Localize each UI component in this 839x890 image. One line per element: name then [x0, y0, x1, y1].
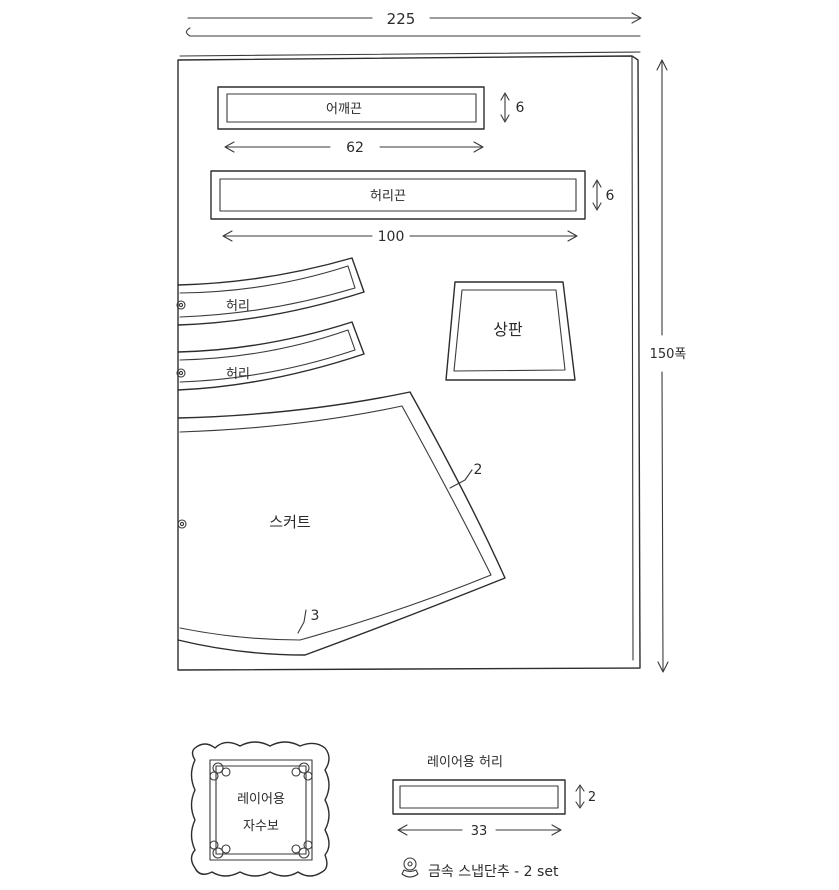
shoulder-strap-width-label: 62	[346, 140, 364, 156]
embroidery-line-2: 자수보	[243, 819, 279, 834]
fabric-height-label: 150폭	[650, 347, 687, 362]
layer-waist-piece: 레이어용 허리 2 33	[392, 755, 596, 839]
flower-icon	[291, 840, 313, 859]
skirt-side-seam-label: 2	[474, 462, 483, 478]
shoulder-strap-piece: 어깨끈 6 62	[217, 86, 525, 156]
embroidery-frame: 레이어용 자수보	[190, 741, 330, 877]
bodice-piece: 상판	[445, 281, 576, 381]
waist-strap-label: 허리끈	[370, 189, 406, 204]
skirt-piece: 스커트 2 3	[177, 391, 506, 656]
waist-piece-2: 허리	[176, 321, 365, 391]
waist-piece-1-label: 허리	[226, 299, 250, 314]
skirt-hem-label: 3	[311, 608, 320, 624]
flower-icon	[209, 762, 231, 781]
flower-icon	[291, 762, 313, 781]
waist-strap-height-label: 6	[606, 188, 615, 204]
snap-note: 금속 스냅단추 - 2 set	[401, 857, 559, 880]
layer-waist-width-label: 33	[471, 824, 488, 839]
waist-piece-2-label: 허리	[226, 367, 250, 382]
waist-strap-piece: 허리끈 6 100	[210, 170, 615, 245]
fabric-height-dimension: 150폭	[650, 59, 687, 673]
layer-waist-height-label: 2	[588, 790, 596, 805]
skirt-label: 스커트	[269, 513, 311, 531]
waist-strap-width-label: 100	[378, 229, 405, 245]
layer-waist-title: 레이어용 허리	[427, 755, 503, 770]
flower-icon	[209, 840, 231, 859]
snap-button-icon	[401, 857, 419, 878]
bodice-label: 상판	[493, 320, 523, 339]
waist-piece-1: 허리	[176, 257, 365, 326]
embroidery-line-1: 레이어용	[237, 792, 285, 807]
fabric-width-label: 225	[387, 10, 416, 28]
fabric-sheet	[177, 51, 641, 671]
shoulder-strap-height-label: 6	[516, 100, 525, 116]
shoulder-strap-label: 어깨끈	[326, 102, 362, 117]
snap-note-text: 금속 스냅단추 - 2 set	[428, 864, 559, 880]
fabric-width-dimension: 225	[185, 10, 642, 37]
